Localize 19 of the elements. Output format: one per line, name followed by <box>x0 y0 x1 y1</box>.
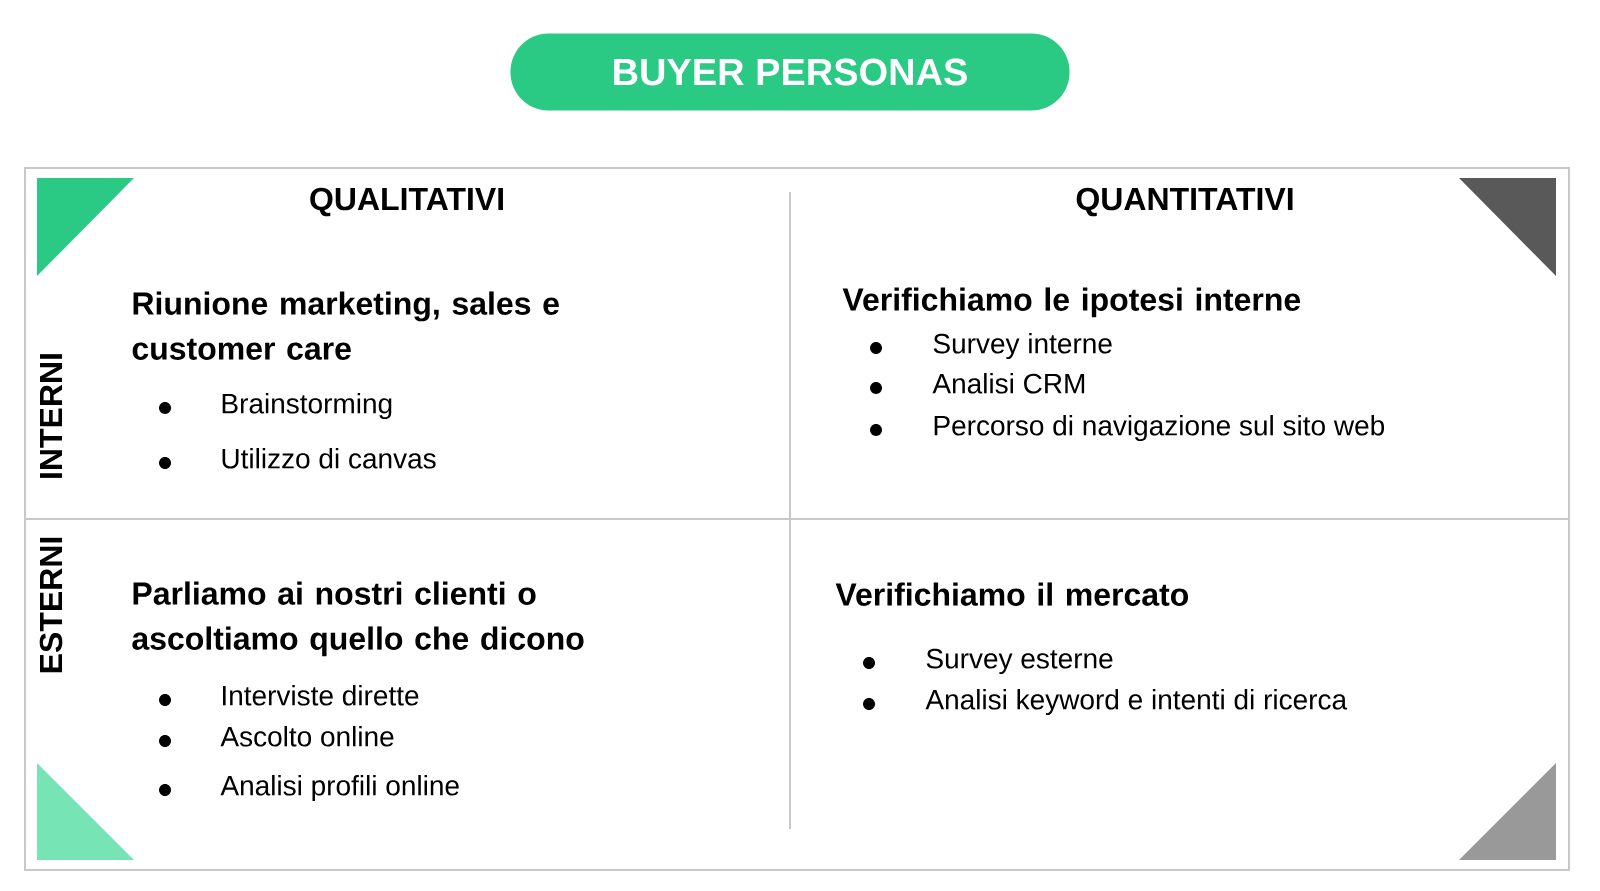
list-item: Interviste dirette <box>223 685 419 706</box>
list-item: Ascolto online <box>220 726 394 747</box>
list-item: Brainstorming <box>222 393 392 420</box>
column-header: QUALITATIVI <box>310 187 503 217</box>
title-banner: BUYER PERSONAS <box>510 33 1070 111</box>
heading: Verifichiamo il mercato <box>835 582 1189 606</box>
list-item: Survey interne <box>933 333 1112 360</box>
list-item: Analisi CRM <box>932 373 1085 394</box>
list-item: Analisi profili online <box>220 775 459 802</box>
heading: Riunione marketing, sales e customer care <box>132 291 559 360</box>
heading: Verifichiamo le ipotesi interne <box>842 287 1301 318</box>
list-item: Utilizzo di canvas <box>222 448 436 469</box>
list-item: Percorso di navigazione sul sito web <box>934 415 1385 442</box>
column-header: QUANTITATIVI <box>1076 187 1293 217</box>
row-header: ESTERNI <box>39 537 63 673</box>
list-item: Analisi keyword e intenti di ricerca <box>925 689 1348 716</box>
heading: Parliamo ai nostri clienti o ascoltiamo quello che dicono <box>132 581 584 657</box>
list-item: Survey esterne <box>926 648 1113 675</box>
row-header: INTERNI <box>40 354 62 478</box>
